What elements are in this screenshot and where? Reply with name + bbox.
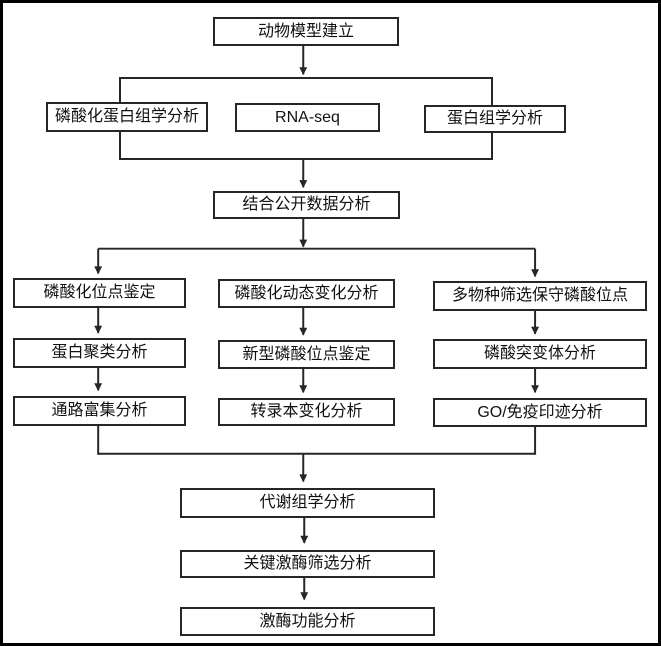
node-conserved-phosphosite-screen: 多物种筛选保守磷酸位点 xyxy=(433,281,647,311)
connector-layer xyxy=(94,45,540,601)
node-go-western-blot: GO/免疫印迹分析 xyxy=(433,398,647,427)
node-pathway-enrichment: 通路富集分析 xyxy=(13,396,186,426)
node-novel-phosphosite: 新型磷酸位点鉴定 xyxy=(218,340,395,369)
node-combine-public-data: 结合公开数据分析 xyxy=(213,191,400,219)
node-transcript-change: 转录本变化分析 xyxy=(218,398,395,426)
node-animal-model: 动物模型建立 xyxy=(213,17,399,46)
node-phospho-dynamics: 磷酸化动态变化分析 xyxy=(218,279,395,308)
node-metabolomics: 代谢组学分析 xyxy=(180,488,435,518)
node-protein-clustering: 蛋白聚类分析 xyxy=(13,338,186,368)
node-key-kinase-screen: 关键激酶筛选分析 xyxy=(180,550,435,578)
node-rna-seq: RNA-seq xyxy=(235,103,380,132)
node-kinase-function: 激酶功能分析 xyxy=(180,607,435,636)
node-proteomics: 蛋白组学分析 xyxy=(424,105,566,133)
node-phospho-mutant: 磷酸突变体分析 xyxy=(433,339,647,369)
node-phosphosite-identification: 磷酸化位点鉴定 xyxy=(13,278,186,308)
node-phospho-proteomics: 磷酸化蛋白组学分析 xyxy=(46,102,208,132)
